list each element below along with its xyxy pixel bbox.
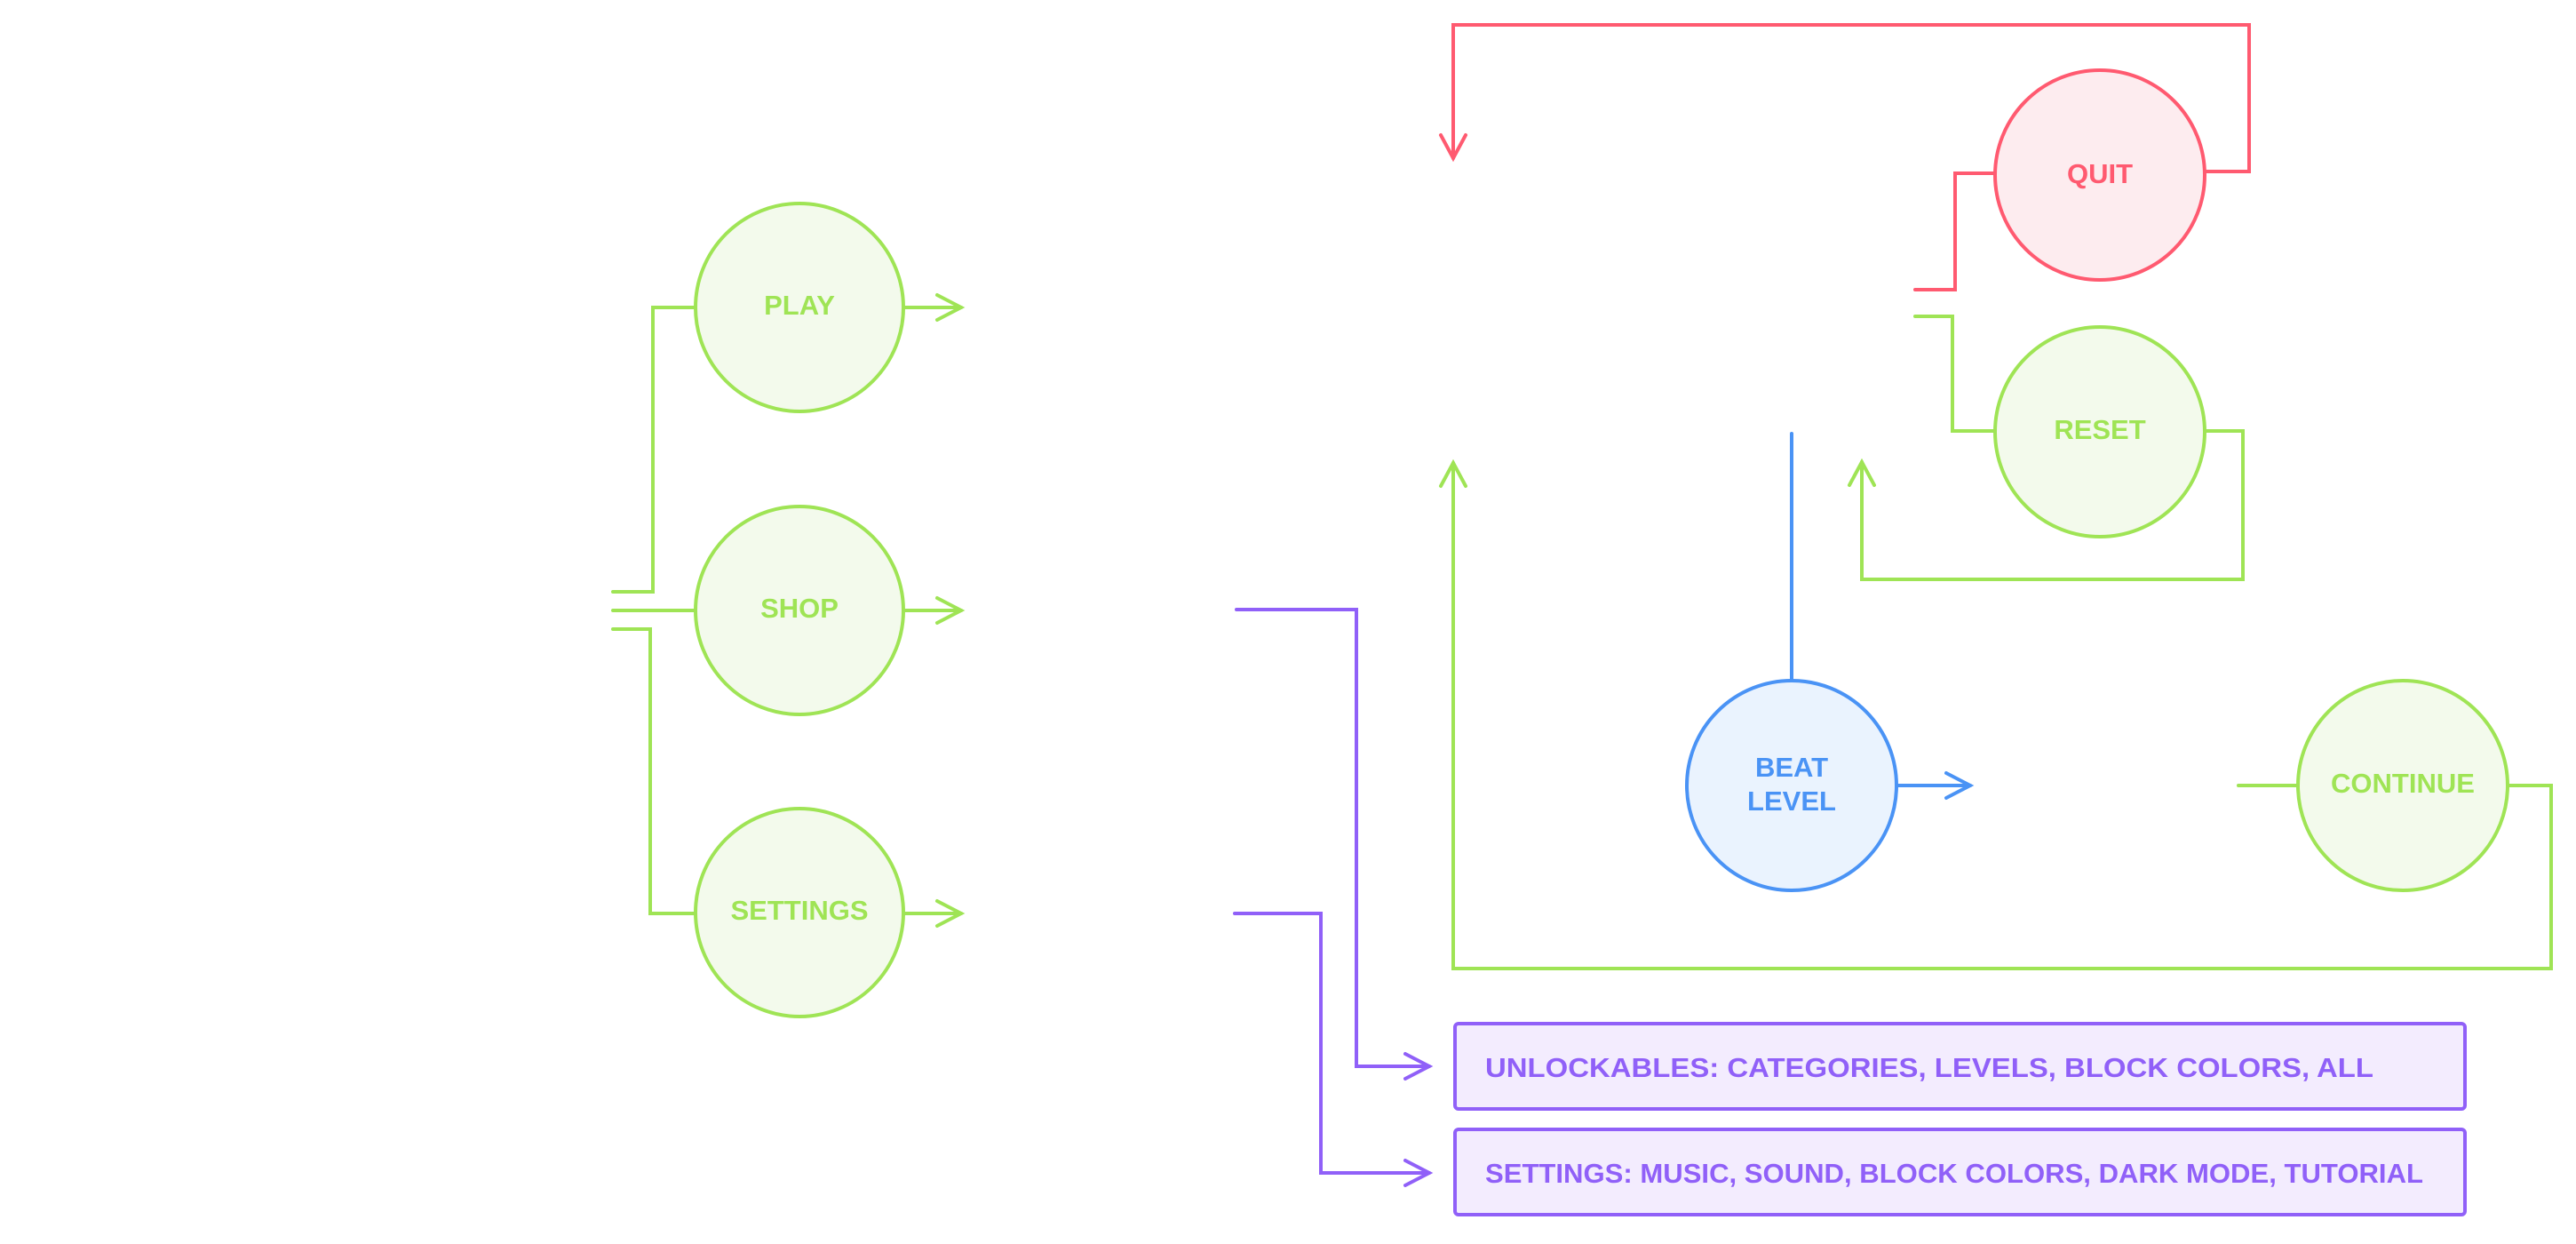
edge-settings-to-options — [1233, 912, 1431, 1175]
node-settings-label: SETTINGS — [730, 895, 868, 926]
arrow-head-icon — [1403, 1052, 1434, 1081]
node-reset-label: RESET — [2054, 414, 2145, 445]
node-beat-level[interactable]: BEAT LEVEL — [1685, 679, 1898, 892]
node-settings[interactable]: SETTINGS — [694, 807, 905, 1018]
arrow-head-icon — [1848, 458, 1876, 487]
box-unlockables-text: UNLOCKABLES: CATEGORIES, LEVELS, BLOCK C… — [1485, 1052, 2373, 1083]
box-unlockables[interactable]: UNLOCKABLES: CATEGORIES, LEVELS, BLOCK C… — [1453, 1022, 2467, 1111]
arrow-head-icon — [935, 899, 966, 928]
edge-reset-to-game — [1860, 429, 2245, 581]
edge-menu-settings — [611, 627, 696, 915]
beat-level-connectors — [1790, 432, 1975, 800]
quit-connectors — [1439, 23, 2251, 291]
purple-connectors — [1233, 608, 1434, 1187]
node-quit[interactable]: QUIT — [1993, 68, 2206, 282]
node-reset[interactable]: RESET — [1993, 325, 2206, 538]
arrow-head-icon — [935, 293, 966, 322]
box-settings-options-text: SETTINGS: MUSIC, SOUND, BLOCK COLORS, DA… — [1485, 1158, 2423, 1189]
node-play-label: PLAY — [764, 290, 835, 321]
node-beat-level-label-line2: LEVEL — [1747, 785, 1836, 817]
arrow-head-icon — [935, 596, 966, 625]
node-continue[interactable]: CONTINUE — [2296, 679, 2509, 892]
edge-quit-to-game — [1451, 23, 2251, 173]
menu-out-arrows — [902, 293, 966, 928]
box-settings-options[interactable]: SETTINGS: MUSIC, SOUND, BLOCK COLORS, DA… — [1453, 1128, 2467, 1216]
node-shop-label: SHOP — [760, 593, 839, 624]
node-quit-label: QUIT — [2067, 158, 2133, 189]
reset-connectors — [1848, 315, 2245, 581]
edge-menu-play — [611, 306, 696, 594]
node-beat-level-label-line1: BEAT — [1755, 752, 1828, 783]
node-continue-label: CONTINUE — [2331, 768, 2475, 799]
edge-shop-to-unlockables — [1235, 608, 1431, 1068]
arrow-head-icon — [1403, 1159, 1434, 1187]
menu-connectors — [611, 306, 696, 915]
edge-in-reset — [1913, 315, 1997, 433]
continue-connectors — [1439, 459, 2553, 970]
edge-continue-to-game — [1451, 461, 2553, 970]
node-play[interactable]: PLAY — [694, 202, 905, 413]
arrow-head-icon — [1944, 771, 1975, 800]
edge-in-quit — [1913, 171, 1996, 291]
arrow-head-icon — [1439, 459, 1467, 488]
node-shop[interactable]: SHOP — [694, 505, 905, 716]
arrow-head-icon — [1439, 133, 1467, 163]
